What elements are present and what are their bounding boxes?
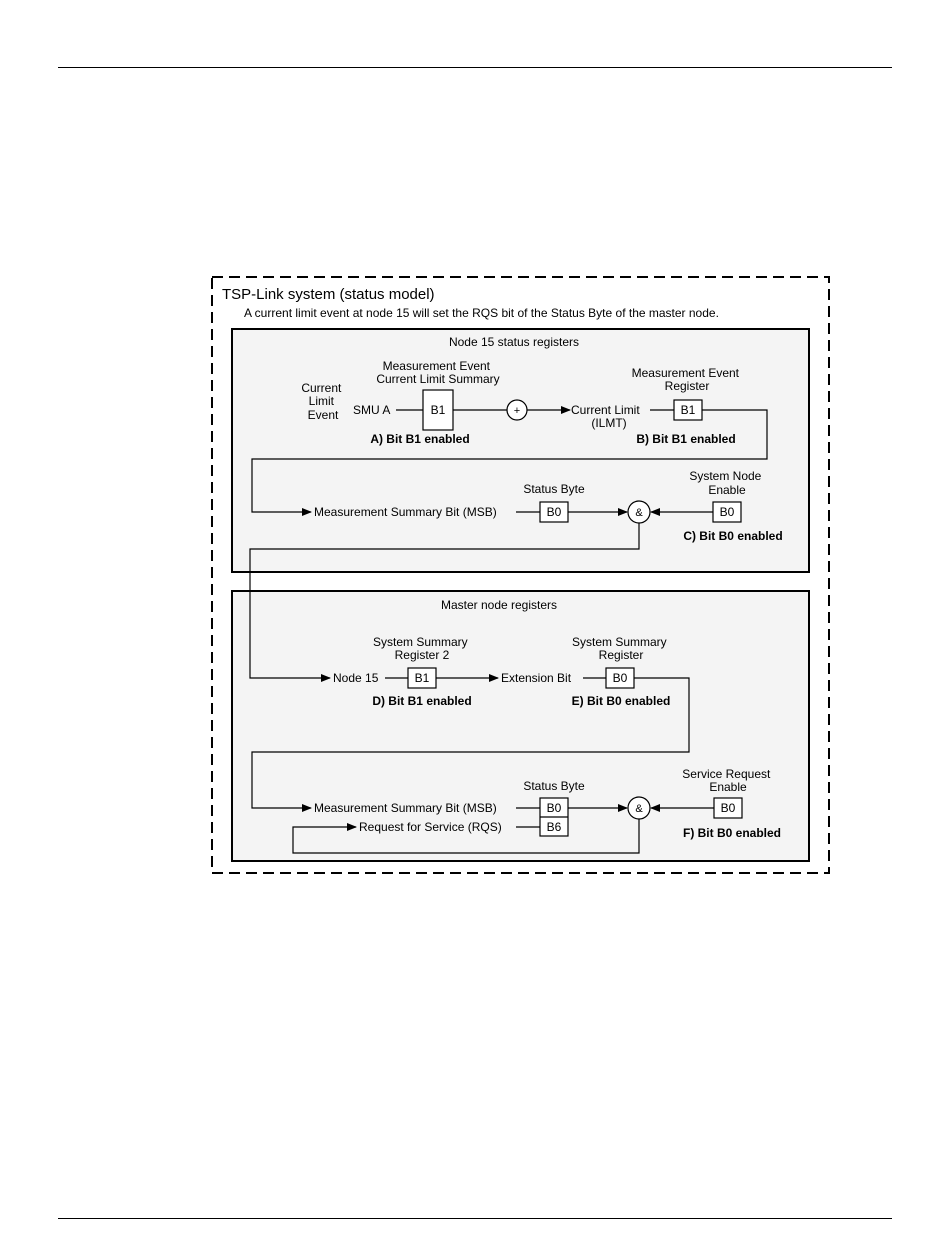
or-symbol: + <box>514 405 520 417</box>
service-request-enable-label: Service Request Enable <box>682 767 773 794</box>
master-status-b0-bit: B0 <box>547 801 562 815</box>
register-to-msb-route <box>251 409 768 516</box>
enabled-e-label: E) Bit B0 enabled <box>572 694 671 708</box>
master-heading: Master node registers <box>441 598 557 612</box>
enabled-f-label: F) Bit B0 enabled <box>683 826 781 840</box>
diagram-subtitle: A current limit event at node 15 will se… <box>244 306 719 320</box>
footer-rule <box>58 1218 892 1219</box>
summary-b1-box <box>422 389 454 431</box>
master-and-symbol: & <box>635 803 643 815</box>
node15-to-master-route <box>249 523 640 682</box>
current-limit-event-label: Current Limit Event <box>301 381 344 422</box>
node15-panel <box>231 328 810 573</box>
enabled-a-label: A) Bit B1 enabled <box>370 432 469 446</box>
master-msb-label: Measurement Summary Bit (MSB) <box>314 801 497 815</box>
master-status-byte-label: Status Byte <box>523 779 585 793</box>
smu-a-label: SMU A <box>353 403 390 417</box>
enabled-c-label: C) Bit B0 enabled <box>683 529 782 543</box>
rqs-label: Request for Service (RQS) <box>359 820 502 834</box>
current-limit-label: Current Limit <box>571 403 640 417</box>
system-summary-b0-bit: B0 <box>613 671 628 685</box>
summary-to-msb-route <box>251 677 690 812</box>
register-b1-bit: B1 <box>681 403 696 417</box>
node15-heading: Node 15 status registers <box>449 335 579 349</box>
node15-and-symbol: & <box>635 507 643 519</box>
meas-event-summary-label: Measurement Event Current Limit Summary <box>376 359 499 386</box>
node15-status-b0-bit: B0 <box>547 505 562 519</box>
enabled-b-label: B) Bit B1 enabled <box>636 432 735 446</box>
extension-bit-label: Extension Bit <box>501 671 572 685</box>
service-request-enable-b0-bit: B0 <box>721 801 736 815</box>
diagram-title: TSP-Link system (status model) <box>222 286 435 303</box>
meas-event-register-label: Measurement Event Register <box>632 366 743 393</box>
summary-b1-bit: B1 <box>431 403 446 417</box>
master-panel <box>231 590 810 862</box>
tsp-link-system-frame <box>211 276 830 874</box>
node15-status-byte-label: Status Byte <box>523 482 585 496</box>
header-rule <box>58 67 892 68</box>
system-summary-label: System Summary Register <box>572 635 670 662</box>
master-node15-label: Node 15 <box>333 671 379 685</box>
rqs-feedback-route <box>292 819 640 854</box>
system-node-enable-b0-bit: B0 <box>720 505 735 519</box>
enabled-d-label: D) Bit B1 enabled <box>372 694 471 708</box>
node15-msb-label: Measurement Summary Bit (MSB) <box>314 505 497 519</box>
system-summary-2-label: System Summary Register 2 <box>373 635 471 662</box>
system-node-enable-label: System Node Enable <box>689 469 764 497</box>
master-status-b6-bit: B6 <box>547 820 562 834</box>
system-summary-2-b1-bit: B1 <box>415 671 430 685</box>
ilmt-label: (ILMT) <box>591 416 626 430</box>
